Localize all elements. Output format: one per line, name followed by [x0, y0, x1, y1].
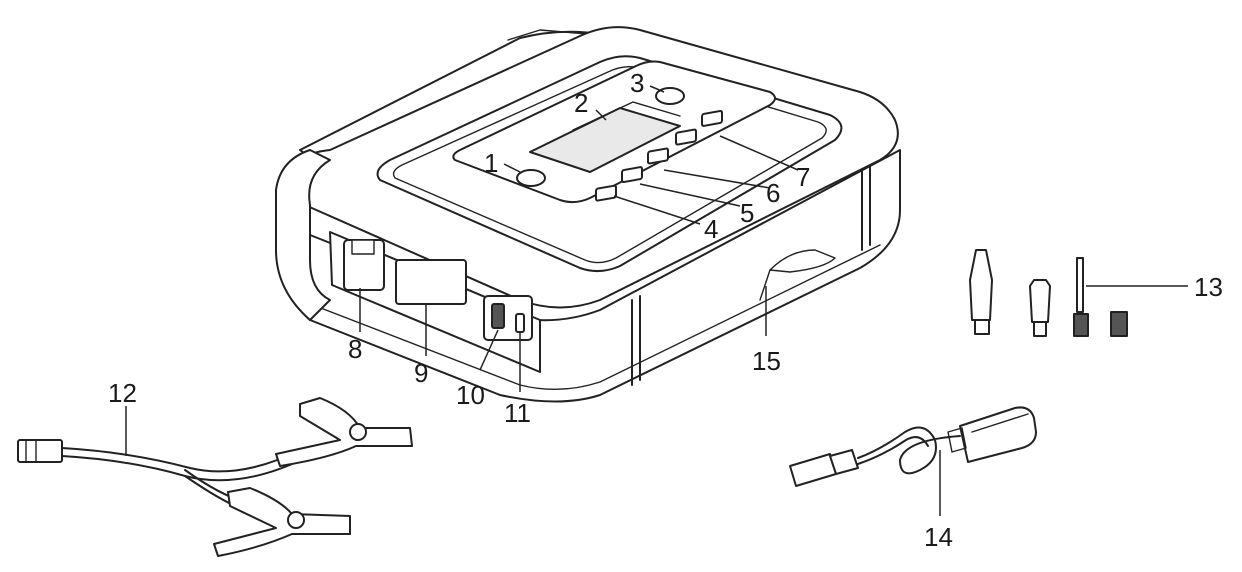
- callout-12: 12: [108, 378, 137, 408]
- valve-adapter: [1110, 311, 1128, 337]
- callout-15: 15: [752, 346, 781, 376]
- unit-button-4[interactable]: [675, 128, 697, 146]
- cone-nozzle-small: [1029, 279, 1051, 323]
- black-clamp[interactable]: [213, 487, 351, 557]
- usb-a-plug: [959, 406, 1037, 463]
- unit-button-3[interactable]: [647, 147, 669, 165]
- leader-lines: [125, 85, 1188, 516]
- ec5-connector: [17, 439, 63, 463]
- callout-1: 1: [484, 148, 498, 178]
- leader-2: [595, 109, 607, 121]
- power-button[interactable]: [516, 169, 546, 187]
- jumper-clamp-cable: [17, 397, 413, 557]
- leader-3: [649, 85, 665, 93]
- callout-labels: 1 2 3 4 5 6 7 8 9 10 11 12 13 14 15: [108, 68, 1223, 552]
- usb-charging-cable: [789, 406, 1037, 487]
- callout-2: 2: [574, 88, 588, 118]
- leader-4: [613, 195, 701, 225]
- leader-10: [479, 329, 499, 371]
- cone-nozzle-large: [969, 249, 993, 321]
- unit-button-1[interactable]: [595, 184, 617, 202]
- callout-13: 13: [1194, 272, 1223, 302]
- leader-5: [639, 183, 741, 207]
- callout-3: 3: [630, 68, 644, 98]
- info-plate: [395, 259, 467, 305]
- unit-button-5[interactable]: [701, 109, 723, 127]
- callout-5: 5: [740, 198, 754, 228]
- callout-10: 10: [456, 380, 485, 410]
- leader-6: [663, 169, 771, 189]
- unit-button-2[interactable]: [621, 166, 643, 184]
- callout-4: 4: [704, 214, 718, 244]
- usb-output-port[interactable]: [491, 303, 505, 329]
- needle-nozzle: [1076, 257, 1084, 313]
- inflation-nozzles: [969, 249, 1128, 337]
- red-clamp[interactable]: [275, 397, 413, 467]
- callout-14: 14: [924, 522, 953, 552]
- callout-7: 7: [796, 162, 810, 192]
- main-unit: [275, 26, 901, 403]
- callout-9: 9: [414, 358, 428, 388]
- callout-6: 6: [766, 178, 780, 208]
- leader-7: [719, 135, 799, 171]
- micro-usb-plug: [789, 453, 837, 487]
- callout-11: 11: [504, 398, 531, 428]
- usb-input-port[interactable]: [515, 313, 525, 333]
- leader-1: [503, 163, 521, 173]
- callout-8: 8: [348, 334, 362, 364]
